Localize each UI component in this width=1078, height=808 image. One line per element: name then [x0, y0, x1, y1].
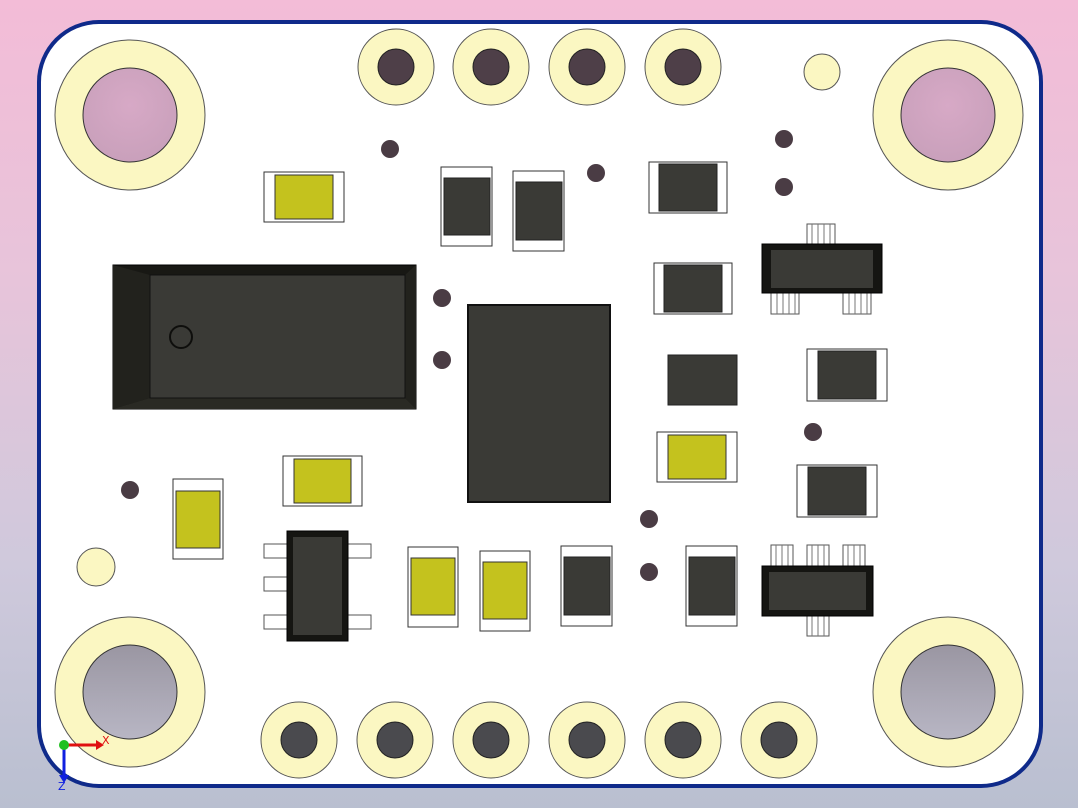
via: [640, 510, 658, 528]
via: [640, 563, 658, 581]
header-pin: [260, 701, 338, 779]
capacitor: [172, 478, 224, 560]
header-pin: [357, 28, 435, 106]
sot23-transistor: [761, 223, 883, 315]
via: [775, 130, 793, 148]
via: [587, 164, 605, 182]
header-pin: [452, 28, 530, 106]
x-axis-label: X: [102, 734, 110, 747]
resistor: [806, 348, 888, 402]
axis-triad: X Z: [58, 734, 110, 793]
via: [381, 140, 399, 158]
resistor: [653, 262, 733, 315]
capacitor: [263, 171, 345, 223]
sot23-transistor: [761, 544, 874, 637]
header-pin: [356, 701, 434, 779]
mounting-hole: [54, 39, 206, 191]
z-axis-label: Z: [58, 780, 66, 793]
via: [433, 289, 451, 307]
header-pin: [548, 28, 626, 106]
header-pin: [644, 701, 722, 779]
capacitor: [407, 546, 459, 628]
sot23-5-regulator: [263, 530, 372, 642]
header-pin: [452, 701, 530, 779]
resistor: [440, 166, 493, 247]
mounting-hole: [872, 39, 1024, 191]
capacitor: [282, 455, 363, 507]
small-chip: [667, 354, 738, 406]
fiducial-pad: [76, 547, 116, 587]
mounting-hole: [54, 616, 206, 768]
via: [804, 423, 822, 441]
capacitor: [656, 431, 738, 483]
resistor: [512, 170, 565, 252]
via: [121, 481, 139, 499]
sensor-package: [112, 264, 417, 410]
fiducial-pad: [803, 53, 841, 91]
mounting-hole: [872, 616, 1024, 768]
resistor: [648, 161, 728, 214]
header-pin: [644, 28, 722, 106]
header-pin: [548, 701, 626, 779]
via: [775, 178, 793, 196]
resistor: [560, 545, 613, 627]
via: [433, 351, 451, 369]
resistor: [685, 545, 738, 627]
resistor: [796, 464, 878, 518]
header-pin: [740, 701, 818, 779]
capacitor: [479, 550, 531, 632]
main-ic: [467, 304, 611, 503]
